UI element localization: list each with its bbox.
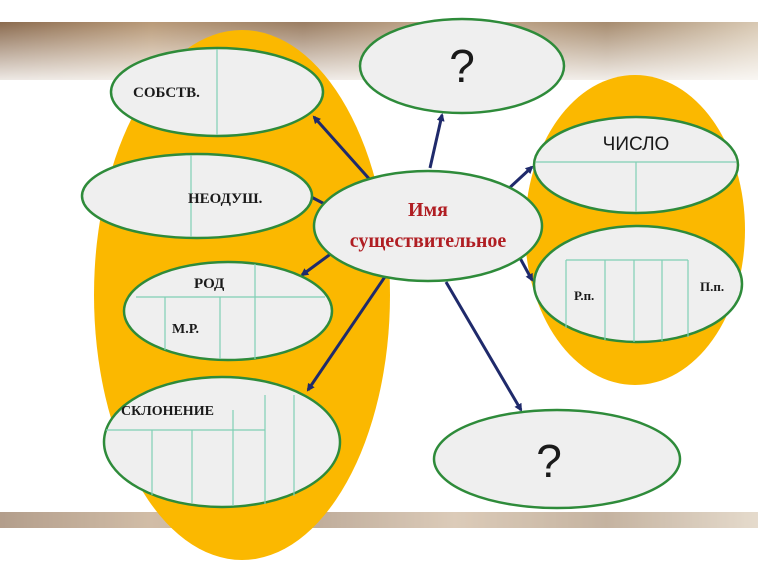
arrow-to-cases <box>518 257 534 282</box>
label-proper: СОБСТВ. <box>133 85 200 101</box>
label-genitive: Р.п. <box>574 288 594 303</box>
node-gender: РОД М.Р. <box>122 260 334 362</box>
label-top-question: ? <box>449 40 475 92</box>
center-title-line1: Имя <box>408 199 448 221</box>
label-number: ЧИСЛО <box>603 134 670 155</box>
ellipse-inanimate <box>80 152 314 240</box>
center-title-line2: существительное <box>350 230 507 252</box>
node-center: Имя существительное <box>312 169 544 283</box>
node-top-question: ? <box>358 17 566 115</box>
ellipse-cases <box>532 224 744 344</box>
label-gender: РОД <box>194 276 225 292</box>
node-bottom-question: ? <box>432 408 682 510</box>
arrow-to-top-question <box>428 113 445 169</box>
label-declension: СКЛОНЕНИЕ <box>121 404 214 419</box>
node-proper: СОБСТВ. <box>109 46 325 138</box>
arrow-to-bottom-question <box>444 281 523 412</box>
label-inanimate: НЕОДУШ. <box>188 191 263 207</box>
ellipse-center <box>312 169 544 283</box>
arrow-to-declension <box>306 261 397 392</box>
ellipse-gender <box>122 260 334 362</box>
label-prepositional: П.п. <box>700 279 724 294</box>
label-bottom-question: ? <box>536 435 562 487</box>
node-inanimate: НЕОДУШ. <box>80 152 314 240</box>
bookshelf-fade-bottom <box>0 512 758 528</box>
arrow-to-proper <box>312 115 374 183</box>
node-number: ЧИСЛО <box>532 115 740 215</box>
node-cases: Р.п. П.п. <box>532 224 744 344</box>
ellipse-bottom-question <box>432 408 682 510</box>
label-masculine: М.Р. <box>172 322 199 337</box>
node-declension: СКЛОНЕНИЕ <box>102 375 342 509</box>
ellipse-top-question <box>358 17 566 115</box>
ellipse-declension <box>102 375 342 509</box>
